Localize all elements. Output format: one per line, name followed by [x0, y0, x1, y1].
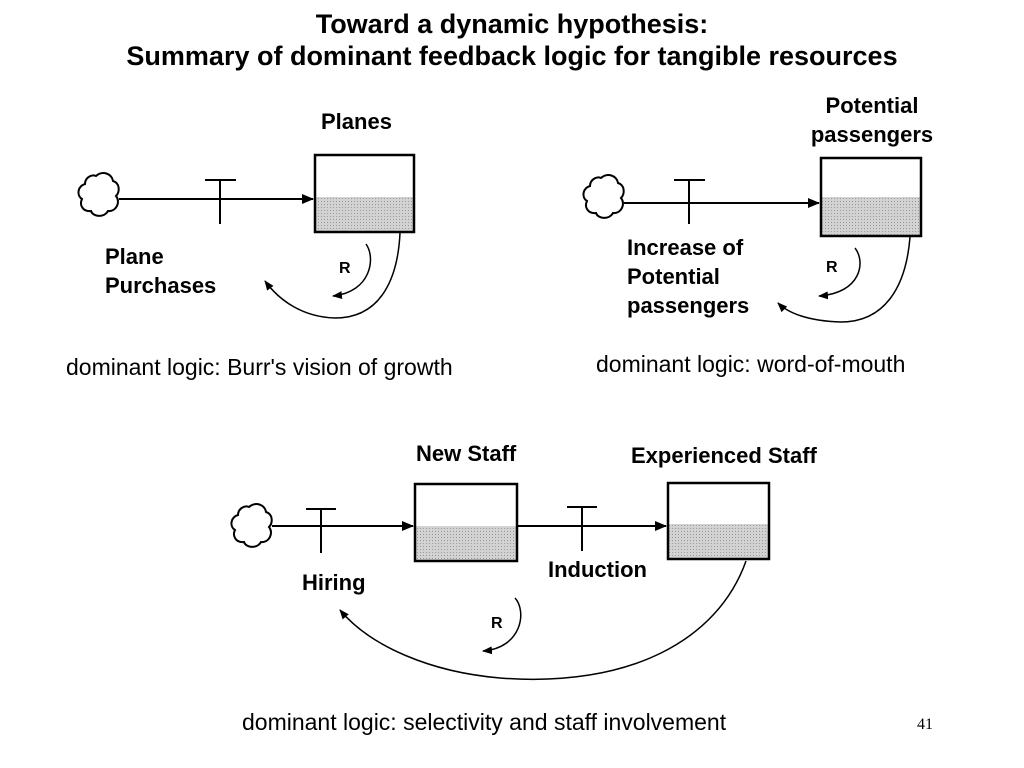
hiring-label: Hiring	[302, 570, 366, 595]
passengers-diagram	[582, 156, 923, 323]
experienced-staff-stock	[666, 481, 771, 561]
feedback-link-arrow	[339, 560, 747, 680]
feedback-link-arrow	[264, 232, 401, 319]
planes-stock	[313, 153, 416, 234]
planes-stock-label: Planes	[321, 109, 392, 134]
page-number: 41	[917, 716, 933, 733]
title-line-1: Toward a dynamic hypothesis:	[315, 9, 709, 39]
experienced-staff-stock-label: Experienced Staff	[631, 443, 817, 468]
staff-diagram	[230, 481, 771, 680]
reinforcing-loop-arrow	[818, 247, 861, 300]
induction-label: Induction	[548, 557, 647, 582]
potential-passengers-stock-label: Potential passengers	[810, 93, 934, 147]
slide-title: Toward a dynamic hypothesis: Summary of …	[0, 8, 1024, 72]
hiring-valve-icon	[306, 508, 336, 553]
new-staff-stock-label: New Staff	[416, 441, 517, 466]
reinforcing-loop-arrow	[482, 597, 522, 655]
planes-diagram	[77, 153, 416, 319]
planes-caption: dominant logic: Burr's vision of growth	[66, 354, 453, 380]
induction-valve-icon	[567, 506, 597, 551]
passengers-stock	[819, 156, 923, 238]
feedback-link-arrow	[777, 236, 911, 323]
staff-caption: dominant logic: selectivity and staff in…	[242, 709, 727, 735]
flow-valve-icon	[674, 179, 705, 224]
plane-purchases-label: Plane Purchases	[105, 244, 217, 298]
flow-valve-icon	[205, 179, 236, 224]
loop-polarity-label: R	[491, 615, 503, 632]
source-cloud-icon	[582, 174, 625, 219]
loop-polarity-label: R	[339, 260, 351, 277]
loop-polarity-label: R	[826, 259, 838, 276]
source-cloud-icon	[77, 172, 120, 217]
reinforcing-loop-arrow	[332, 243, 372, 300]
title-line-2: Summary of dominant feedback logic for t…	[126, 41, 898, 71]
new-staff-stock	[413, 482, 519, 563]
increase-of-passengers-label: Increase of Potential passengers	[627, 235, 750, 318]
source-cloud-icon	[230, 503, 273, 548]
passengers-caption: dominant logic: word-of-mouth	[596, 351, 906, 377]
